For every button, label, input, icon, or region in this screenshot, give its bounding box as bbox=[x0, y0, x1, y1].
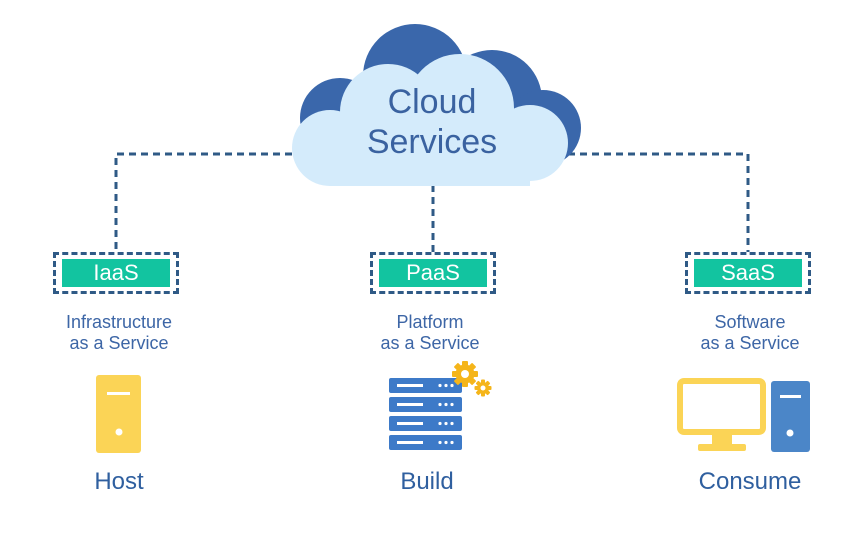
saas-description-line1: Software bbox=[714, 312, 786, 332]
cloud-shape bbox=[292, 24, 581, 186]
server-rack-gears-icon bbox=[389, 361, 492, 450]
connector-lines bbox=[114, 152, 750, 252]
gear-icon bbox=[452, 361, 478, 387]
cloud-title-line2: Services bbox=[366, 123, 498, 161]
iaas-badge-frame: IaaS bbox=[53, 252, 179, 294]
saas-caption: Consume bbox=[698, 468, 802, 495]
iaas-description-line2: as a Service bbox=[69, 333, 169, 353]
iaas-description-line1: Infrastructure bbox=[65, 312, 173, 332]
paas-badge: PaaS bbox=[379, 259, 487, 287]
saas-badge: SaaS bbox=[694, 259, 802, 287]
saas-badge-frame: SaaS bbox=[685, 252, 811, 294]
server-icon bbox=[96, 375, 141, 453]
paas-caption: Build bbox=[400, 468, 454, 495]
connector-saas bbox=[568, 152, 750, 252]
iaas-description: Infrastructure as a Service bbox=[19, 312, 219, 354]
paas-description: Platform as a Service bbox=[330, 312, 530, 354]
iaas-badge: IaaS bbox=[62, 259, 170, 287]
small-gear-icon bbox=[474, 379, 492, 397]
paas-description-line1: Platform bbox=[396, 312, 464, 332]
paas-badge-frame: PaaS bbox=[370, 252, 496, 294]
paas-description-line2: as a Service bbox=[380, 333, 480, 353]
cloud-title-line1: Cloud bbox=[387, 83, 477, 121]
iaas-caption: Host bbox=[94, 468, 144, 495]
desktop-computer-icon bbox=[677, 378, 810, 452]
saas-description-line2: as a Service bbox=[700, 333, 800, 353]
connector-iaas bbox=[114, 152, 292, 252]
cloud-title: Cloud Services bbox=[332, 82, 532, 162]
saas-description: Software as a Service bbox=[650, 312, 850, 354]
